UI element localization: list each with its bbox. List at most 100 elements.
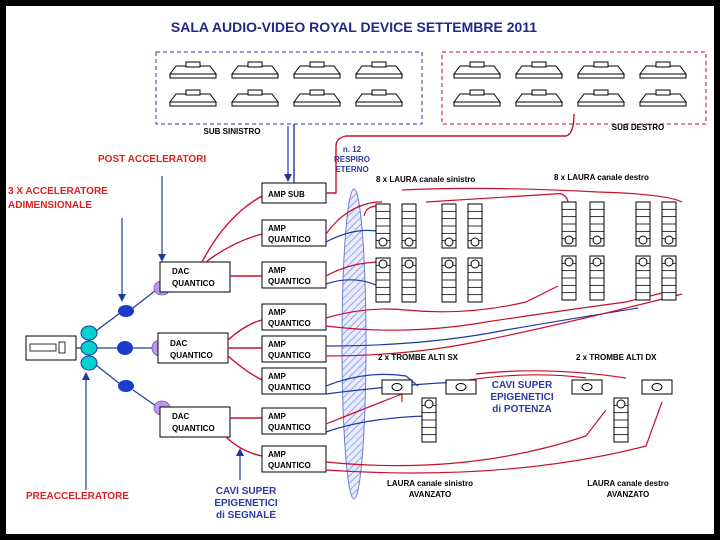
post-acc-arrowhead: [158, 254, 166, 262]
sub-right-speaker: [453, 89, 501, 107]
amp-sub: AMP SUB: [261, 182, 327, 204]
laura-right-column-top: [635, 201, 651, 247]
sub-left-enclosure: [155, 51, 423, 125]
post-accelerators-label: POST ACCELERATORI: [98, 154, 206, 165]
preaccelerator-bottom: [80, 355, 98, 371]
dac-mid-line2: QUANTICO: [170, 351, 213, 360]
horn-dx-1: [571, 379, 603, 395]
wiring-diagram: SALA AUDIO-VIDEO ROYAL DEVICE SETTEMBRE …: [8, 19, 707, 521]
accelerator-label-line2: ADIMENSIONALE: [8, 200, 92, 211]
horn-sx-1: [381, 379, 413, 395]
respiro-eterno-band: [341, 188, 367, 500]
laura-left-column-bottom: [401, 257, 417, 303]
sub-right-speaker: [639, 61, 687, 79]
laura-right-column-bottom: [661, 255, 677, 301]
laura-left-column-top: [467, 203, 483, 249]
amp-quantico-line2: QUANTICO: [268, 277, 311, 286]
sub-left-speaker: [231, 89, 279, 107]
amp-quantico: AMP QUANTICO: [261, 219, 327, 247]
cavi-segnale-line2: EPIGENETICI: [214, 498, 278, 509]
sub-feed-arrowhead: [284, 174, 292, 182]
dac-quantico-bottom: DAC QUANTICO: [159, 406, 231, 438]
trombe-dx-label: 2 x TROMBE ALTI DX: [576, 353, 657, 362]
source-unit-knob: [58, 341, 66, 354]
dac-quantico-mid: DAC QUANTICO: [157, 332, 229, 364]
amp-quantico-line1: AMP: [268, 224, 286, 233]
amp-quantico: AMP QUANTICO: [261, 407, 327, 435]
preaccelerator-mid: [80, 340, 98, 356]
amp-quantico-line1: AMP: [268, 266, 286, 275]
respiro-label-line1: n. 12: [343, 145, 362, 154]
amp-quantico-line1: AMP: [268, 412, 286, 421]
diagram-canvas: SALA AUDIO-VIDEO ROYAL DEVICE SETTEMBRE …: [6, 6, 714, 534]
preacc-arrowhead: [82, 372, 90, 380]
amp-quantico-line2: QUANTICO: [268, 235, 311, 244]
amp-sub-label: AMP SUB: [268, 190, 305, 199]
trombe-sx-label: 2 x TROMBE ALTI SX: [378, 353, 459, 362]
sub-right-speaker: [453, 61, 501, 79]
laura-left-adv-line2: AVANZATO: [409, 490, 452, 499]
laura-right-adv-line2: AVANZATO: [607, 490, 650, 499]
respiro-label-line2: RESPIRO: [334, 155, 370, 164]
dac-top-line1: DAC: [172, 267, 190, 276]
accelerator-label-line1: 3 X ACCELERATORE: [8, 186, 108, 197]
accelerator-top: [118, 305, 134, 317]
sub-left-speaker: [169, 89, 217, 107]
sub-right-speaker: [515, 89, 563, 107]
signal-line-acc-top: [95, 312, 121, 332]
laura-left-column-top: [375, 203, 391, 249]
laura-left-column-bottom: [467, 257, 483, 303]
laura-right-column-bottom: [635, 255, 651, 301]
sub-left-speaker: [355, 61, 403, 79]
amp-quantico-line2: QUANTICO: [268, 461, 311, 470]
sub-right-speakers: [453, 61, 687, 107]
page-title: SALA AUDIO-VIDEO ROYAL DEVICE SETTEMBRE …: [171, 19, 537, 35]
amp-quantico-line2: QUANTICO: [268, 423, 311, 432]
sub-left-speaker: [169, 61, 217, 79]
sub-right-speaker: [515, 61, 563, 79]
dac-quantico-top: DAC QUANTICO: [159, 261, 231, 293]
amp-quantico: AMP QUANTICO: [261, 261, 327, 289]
laura-right-column-top: [561, 201, 577, 247]
amp-quantico-line1: AMP: [268, 372, 286, 381]
sub-right-feed-cable: [326, 113, 575, 194]
amp-quantico-line1: AMP: [268, 340, 286, 349]
amp-quantico-line2: QUANTICO: [268, 351, 311, 360]
amp-quantico: AMP QUANTICO: [261, 367, 327, 395]
sub-right-speaker: [577, 61, 625, 79]
laura-left-label: 8 x LAURA canale sinistro: [376, 175, 475, 184]
signal-line-post-bottom: [132, 389, 157, 407]
sub-left-speaker: [293, 89, 341, 107]
amp-quantico-line1: AMP: [268, 308, 286, 317]
sub-left-speaker: [231, 61, 279, 79]
sub-left-speakers: [169, 61, 403, 107]
horn-dx-2: [641, 379, 673, 395]
laura-left-column-top: [401, 203, 417, 249]
source-unit-slot: [29, 343, 57, 352]
respiro-label-line3: ETERNO: [335, 165, 368, 174]
amp-quantico-list: AMP QUANTICO AMP QUANTICO AMP QUANTICO AMP QUAN…: [261, 219, 327, 473]
cavi-segnale-line1: CAVI SUPER: [216, 486, 277, 497]
signal-line-acc-bottom: [95, 364, 121, 385]
signal-cables-dac-amp: [201, 195, 263, 457]
dac-top-line2: QUANTICO: [172, 279, 215, 288]
laura-left-advanced-column: [421, 397, 437, 443]
laura-left-column-bottom: [375, 257, 391, 303]
sub-right-speaker: [577, 89, 625, 107]
laura-left-columns: [375, 203, 483, 303]
cavi-potenza-line2: EPIGENETICI: [490, 392, 554, 403]
horn-sx-2: [445, 379, 477, 395]
laura-right-column-bottom: [589, 255, 605, 301]
laura-right-label: 8 x LAURA canale destro: [554, 173, 649, 182]
sub-left-label: SUB SINISTRO: [204, 127, 261, 136]
laura-right-advanced-column: [613, 397, 629, 443]
sub-left-speaker: [293, 61, 341, 79]
accelerator-bottom: [118, 380, 134, 392]
dac-bottom-line1: DAC: [172, 412, 190, 421]
cavi-potenza-line1: CAVI SUPER: [492, 380, 553, 391]
amp-quantico-line2: QUANTICO: [268, 383, 311, 392]
laura-right-column-top: [589, 201, 605, 247]
sub-right-speaker: [639, 89, 687, 107]
